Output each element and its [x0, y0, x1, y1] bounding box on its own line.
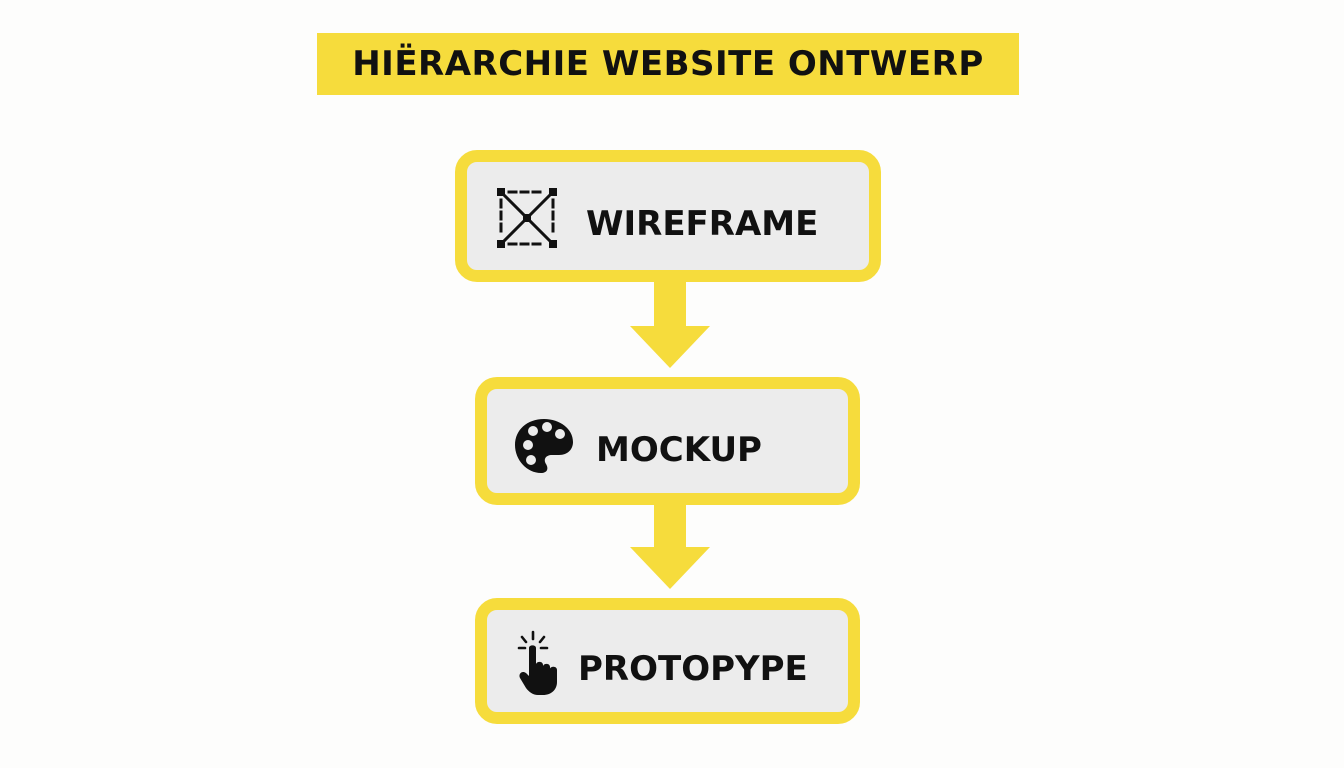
palette-icon [515, 419, 573, 473]
step-label-wireframe: WIREFRAME [586, 204, 819, 244]
diagram-title: HIËRARCHIE WEBSITE ONTWERP [352, 44, 984, 84]
step-prototype: PROTOPYPE [475, 598, 860, 724]
step-mockup: MOCKUP [475, 377, 860, 505]
step-label-prototype: PROTOPYPE [578, 649, 808, 689]
wireframe-icon [497, 188, 557, 248]
title-banner: HIËRARCHIE WEBSITE ONTWERP [317, 33, 1019, 95]
step-wireframe: WIREFRAME [455, 150, 881, 282]
tap-hand-icon [517, 630, 557, 695]
step-label-mockup: MOCKUP [596, 430, 762, 470]
arrow-down-icon [630, 505, 710, 589]
arrow-down-icon [630, 282, 710, 368]
